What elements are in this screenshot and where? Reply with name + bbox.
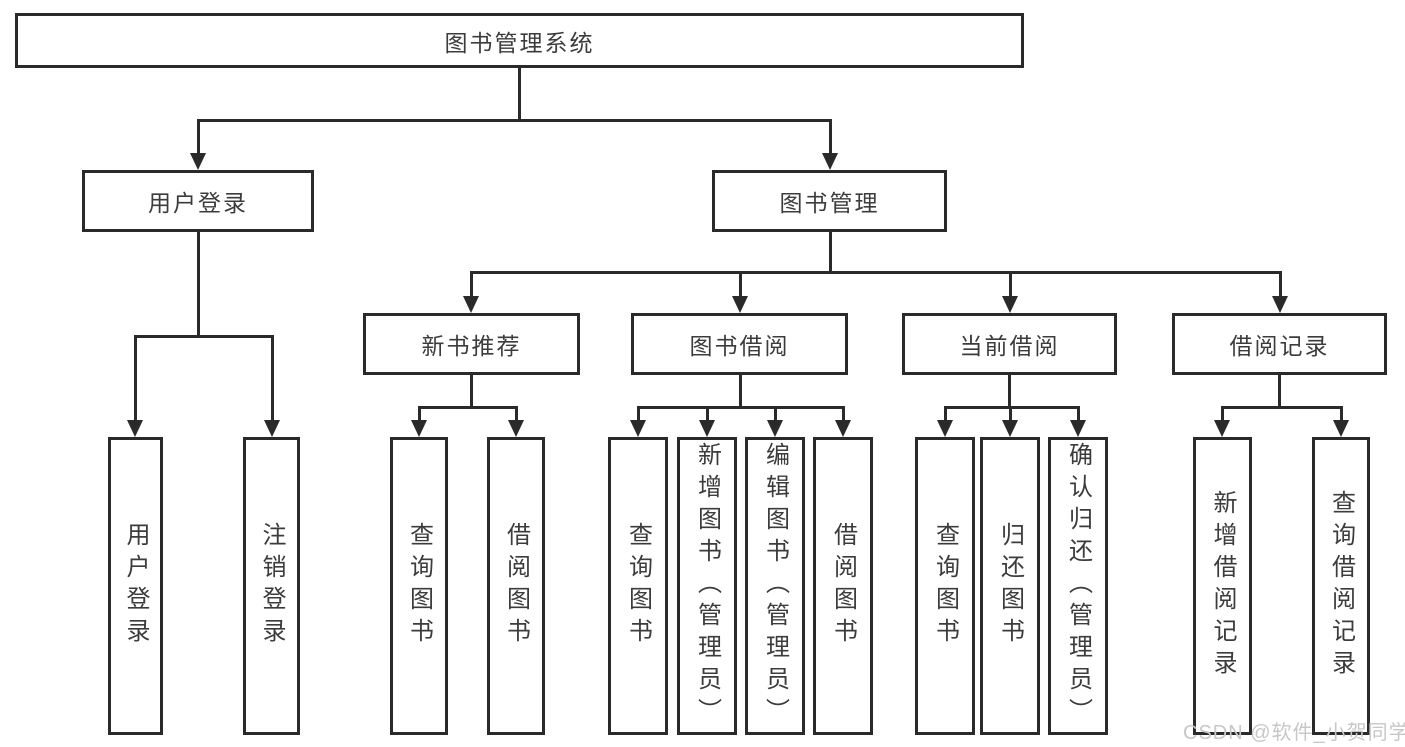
current-borrowing-children-drop-line-0 — [943, 407, 947, 423]
book-management-children-junction-line — [469, 270, 1282, 274]
node-book-management: 图书管理 — [712, 170, 947, 232]
book-management-children-drop-line-2 — [1008, 272, 1012, 299]
user-login-children-trunk-line — [196, 232, 200, 336]
user-login-children-arrowhead-0 — [127, 420, 143, 437]
node-label-leaf-add-borrow-record: 新增借阅记录 — [1209, 490, 1236, 682]
borrowing-records-children-drop-line-1 — [1339, 407, 1343, 423]
new-book-recommend-children-drop-line-1 — [514, 407, 518, 423]
user-login-children-drop-line-0 — [133, 336, 137, 423]
borrowing-records-children-junction-line — [1220, 405, 1343, 409]
book-management-children-drop-line-3 — [1278, 272, 1282, 299]
node-label-new-book-recommend: 新书推荐 — [421, 333, 522, 359]
new-book-recommend-children-drop-line-0 — [417, 407, 421, 423]
root-to-level2-trunk-line — [517, 68, 521, 120]
book-borrowing-children-junction-line — [636, 405, 845, 409]
node-leaf-confirm-return-admin: 确认归还（管理员） — [1048, 437, 1108, 735]
node-leaf-add-books-admin: 新增图书（管理员） — [677, 437, 737, 735]
node-leaf-return-books: 归还图书 — [980, 437, 1040, 735]
node-label-leaf-query-books-borrowing: 查询图书 — [624, 522, 652, 650]
root-to-level2-drop-line-1 — [828, 120, 832, 156]
root-to-level2-arrowhead-1 — [822, 153, 838, 170]
node-leaf-edit-books-admin: 编辑图书（管理员） — [745, 437, 805, 735]
node-label-current-borrowing: 当前借阅 — [959, 333, 1060, 359]
book-management-children-arrowhead-2 — [1002, 296, 1018, 313]
node-current-borrowing: 当前借阅 — [902, 313, 1117, 375]
book-borrowing-children-arrowhead-2 — [767, 420, 783, 437]
node-leaf-query-books-current: 查询图书 — [915, 437, 975, 735]
node-label-book-borrowing: 图书借阅 — [689, 333, 790, 359]
book-management-children-arrowhead-3 — [1272, 296, 1288, 313]
new-book-recommend-children-trunk-line — [469, 375, 473, 407]
book-borrowing-children-arrowhead-1 — [699, 420, 715, 437]
node-leaf-user-login: 用户登录 — [108, 437, 163, 735]
book-borrowing-children-drop-line-0 — [636, 407, 640, 423]
node-label-book-management: 图书管理 — [779, 190, 880, 216]
node-leaf-borrow-books-borrowing: 借阅图书 — [813, 437, 873, 735]
new-book-recommend-children-arrowhead-1 — [508, 420, 524, 437]
node-label-leaf-add-books-admin: 新增图书（管理员） — [693, 442, 721, 730]
node-label-borrowing-records: 借阅记录 — [1229, 333, 1330, 359]
node-leaf-add-borrow-record: 新增借阅记录 — [1193, 437, 1252, 735]
current-borrowing-children-arrowhead-1 — [1002, 420, 1018, 437]
book-management-children-drop-line-1 — [738, 272, 742, 299]
root-to-level2-junction-line — [196, 118, 832, 122]
node-label-leaf-logout: 注销登录 — [258, 522, 285, 650]
book-borrowing-children-arrowhead-3 — [835, 420, 851, 437]
borrowing-records-children-arrowhead-1 — [1333, 420, 1349, 437]
current-borrowing-children-junction-line — [943, 405, 1080, 409]
current-borrowing-children-arrowhead-2 — [1070, 420, 1086, 437]
node-label-leaf-edit-books-admin: 编辑图书（管理员） — [761, 442, 789, 730]
node-label-leaf-query-books-recommend: 查询图书 — [405, 522, 433, 650]
node-label-root-library-management-system: 图书管理系统 — [444, 29, 595, 56]
book-management-children-arrowhead-0 — [463, 296, 479, 313]
current-borrowing-children-drop-line-1 — [1008, 407, 1012, 423]
user-login-children-drop-line-1 — [270, 336, 274, 423]
node-book-borrowing: 图书借阅 — [631, 313, 848, 375]
book-management-children-arrowhead-1 — [732, 296, 748, 313]
book-borrowing-children-arrowhead-0 — [630, 420, 646, 437]
node-label-user-login: 用户登录 — [148, 190, 248, 216]
current-borrowing-children-arrowhead-0 — [937, 420, 953, 437]
node-leaf-query-borrow-record: 查询借阅记录 — [1312, 437, 1370, 735]
borrowing-records-children-trunk-line — [1277, 375, 1281, 407]
node-root-library-management-system: 图书管理系统 — [15, 13, 1024, 68]
node-label-leaf-query-borrow-record: 查询借阅记录 — [1327, 490, 1355, 682]
user-login-children-arrowhead-1 — [264, 420, 280, 437]
book-borrowing-children-drop-line-3 — [841, 407, 845, 423]
new-book-recommend-children-arrowhead-0 — [411, 420, 427, 437]
new-book-recommend-children-junction-line — [417, 405, 518, 409]
node-label-leaf-borrow-books-recommend: 借阅图书 — [502, 522, 530, 650]
current-borrowing-children-trunk-line — [1007, 375, 1011, 407]
node-user-login: 用户登录 — [82, 170, 314, 232]
current-borrowing-children-drop-line-2 — [1076, 407, 1080, 423]
root-to-level2-arrowhead-0 — [190, 153, 206, 170]
borrowing-records-children-drop-line-0 — [1220, 407, 1224, 423]
borrowing-records-children-arrowhead-0 — [1214, 420, 1230, 437]
book-management-children-drop-line-0 — [469, 272, 473, 299]
node-label-leaf-return-books: 归还图书 — [996, 522, 1024, 650]
node-borrowing-records: 借阅记录 — [1172, 313, 1387, 375]
user-login-children-junction-line — [133, 334, 274, 338]
node-leaf-logout: 注销登录 — [243, 437, 300, 735]
node-label-leaf-query-books-current: 查询图书 — [931, 522, 959, 650]
book-borrowing-children-trunk-line — [738, 375, 742, 407]
node-label-leaf-borrow-books-borrowing: 借阅图书 — [829, 522, 857, 650]
node-leaf-query-books-recommend: 查询图书 — [390, 437, 448, 735]
node-leaf-query-books-borrowing: 查询图书 — [608, 437, 668, 735]
node-new-book-recommend: 新书推荐 — [363, 313, 580, 375]
book-management-children-trunk-line — [828, 232, 832, 272]
book-borrowing-children-drop-line-2 — [773, 407, 777, 423]
root-to-level2-drop-line-0 — [196, 120, 200, 156]
watermark: CSDN @软件_小贺同学 — [1183, 722, 1405, 744]
book-borrowing-children-drop-line-1 — [705, 407, 709, 423]
node-label-leaf-user-login: 用户登录 — [122, 522, 149, 650]
node-leaf-borrow-books-recommend: 借阅图书 — [487, 437, 545, 735]
node-label-leaf-confirm-return-admin: 确认归还（管理员） — [1064, 442, 1092, 730]
